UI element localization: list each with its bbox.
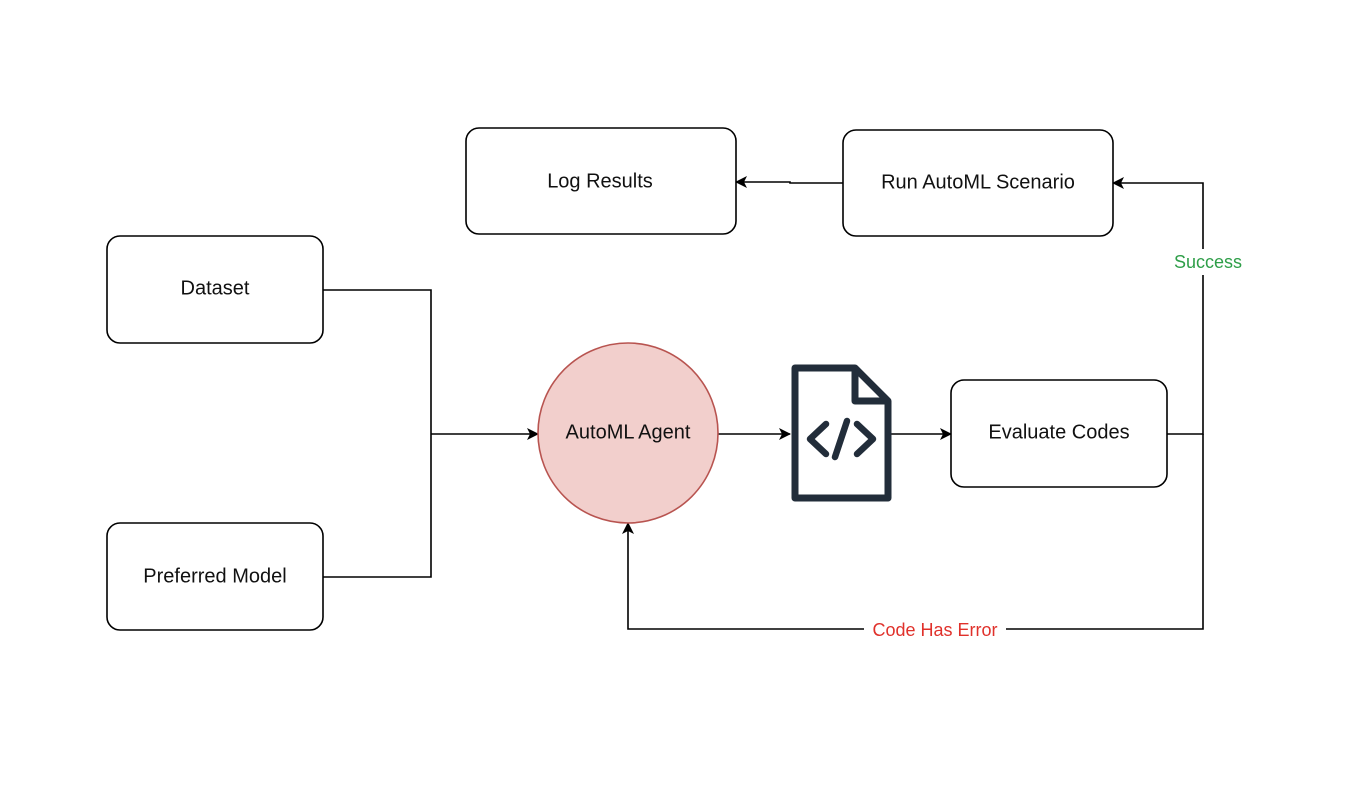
edge-dataset-to-agent [323, 289, 432, 434]
node-automl-agent-label: AutoML Agent [566, 421, 691, 443]
node-run-automl-scenario-label: Run AutoML Scenario [881, 171, 1075, 193]
edge-evaluate-to-run [1112, 177, 1204, 435]
success-label: Success [1174, 252, 1242, 272]
node-automl-agent: AutoML Agent [537, 342, 719, 524]
node-run-automl-scenario: Run AutoML Scenario [842, 129, 1114, 237]
node-evaluate-codes: Evaluate Codes [950, 379, 1168, 488]
node-log-results: Log Results [465, 127, 737, 235]
node-log-results-label: Log Results [547, 170, 653, 192]
node-evaluate-codes-label: Evaluate Codes [988, 421, 1129, 443]
node-preferred-model-label: Preferred Model [143, 565, 286, 587]
node-preferred-model: Preferred Model [106, 522, 324, 631]
edge-run-to-log [735, 176, 843, 188]
node-dataset: Dataset [106, 235, 324, 344]
code-file-icon [791, 364, 892, 502]
code-has-error-label: Code Has Error [872, 620, 997, 640]
edge-preferred-model-to-agent [323, 434, 432, 578]
node-dataset-label: Dataset [181, 277, 250, 299]
